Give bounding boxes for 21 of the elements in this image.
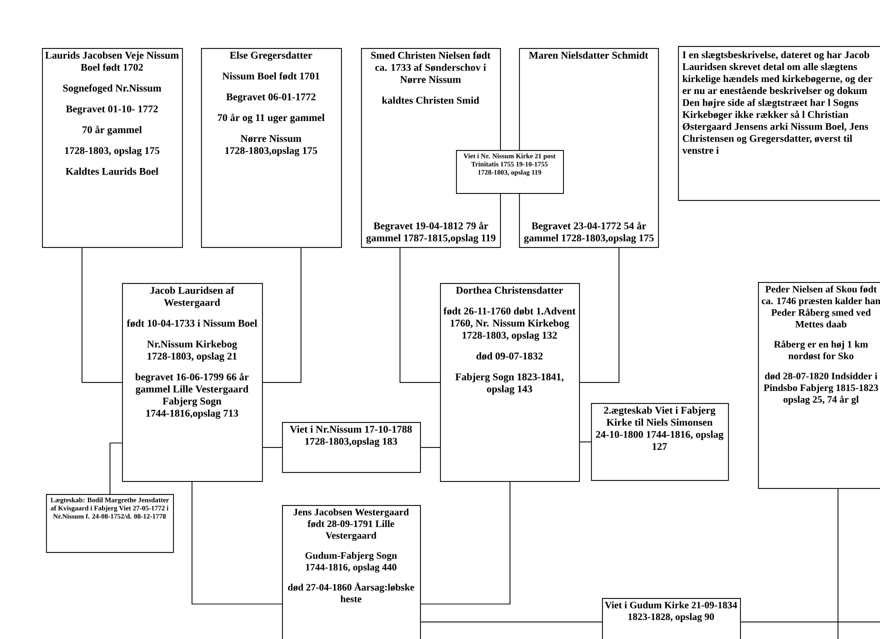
marriage-box: Viet i Gudum Kirke 21-09-1834 1823-1828, opslag 90	[602, 598, 741, 639]
marriage-box: Viet i Nr.Nissum 17-10-1788 1728-1803,opslag 183	[282, 422, 421, 473]
connector-line	[262, 247, 302, 383]
connector-line	[420, 621, 602, 622]
connector-line	[192, 481, 282, 604]
person-box: Else Gregersdatter Nissum Boel født 1701 Begravet 06-01-1772 70 år og 11 uger gammel Nørre Nissum 1728-1803,opslag 175	[201, 48, 342, 248]
person-box: Jacob Lauridsen af Westergaard født 10-04-1733 i Nissum Boel Nr.Nissum Kirkebog 1728-1803, opslag 21 begravet 16-06-1799 66 år gammel Lille Vestergaard Fabjerg Sogn 1744-1816,opslag 713	[122, 283, 263, 482]
person-box: Laurids Jacobsen Veje Nissum Boel født 1702 Sognefoged Nr.Nissum Begravet 01-10- 1772 70 år gammel 1728-1803, opslag 175 Kaldtes Laurids Boel	[42, 48, 183, 248]
note-box: I en slægtsbeskrivelse, dateret og har Jacob Lauridsen skrevet detal om alle slægtens kirkelige hændels med kirkebøgerne, og der er nu ar enestående beskrivelser og dokum Den højre side af slægtstræet har l Sogns Kirkebøger ikke rækker så l Christian Østergaard Jensens arki Nissum Boel, Jens Christensen og Gregersdatter, øverst til venstre i	[678, 46, 880, 201]
connector-line	[579, 247, 620, 383]
connector-line	[82, 247, 122, 383]
marriage-box: 2.ægteskab Viet i Fabjerg Kirke til Niels Simonsen 24-10-1800 1744-1816, opslag 127	[591, 402, 729, 481]
connector-line	[262, 447, 282, 448]
connector-line	[740, 621, 880, 622]
person-box: Peder Nielsen af Skou født ca. 1746 præsten kalder han Peder Råberg smed ved Mettes daab Råberg er en høj 1 km nordøst for Sko død 28-07-1820 Indsidder i Pindsbo Fabjerg 1815-1823 opslag 25, 74 år gl	[758, 282, 880, 489]
person-box: Jens Jacobsen Westergaard født 28-09-1791 Lille Vestergaard Gudum-Fabjerg Sogn 1744-1816, opslag 440 død 27-04-1860 Åarsag:løbske heste	[282, 505, 421, 639]
connector-line	[110, 442, 122, 494]
connector-line	[400, 247, 440, 383]
connector-line	[420, 447, 440, 448]
person-box: Dorthea Christensdatter født 26-11-1760 døbt 1.Advent 1760, Nr. Nissum Kirkebog 1728-1803, opslag 132 død 09-07-1832 Fabjerg Sogn 1823-1841, opslag 143	[440, 283, 580, 482]
connector-line	[420, 481, 510, 604]
